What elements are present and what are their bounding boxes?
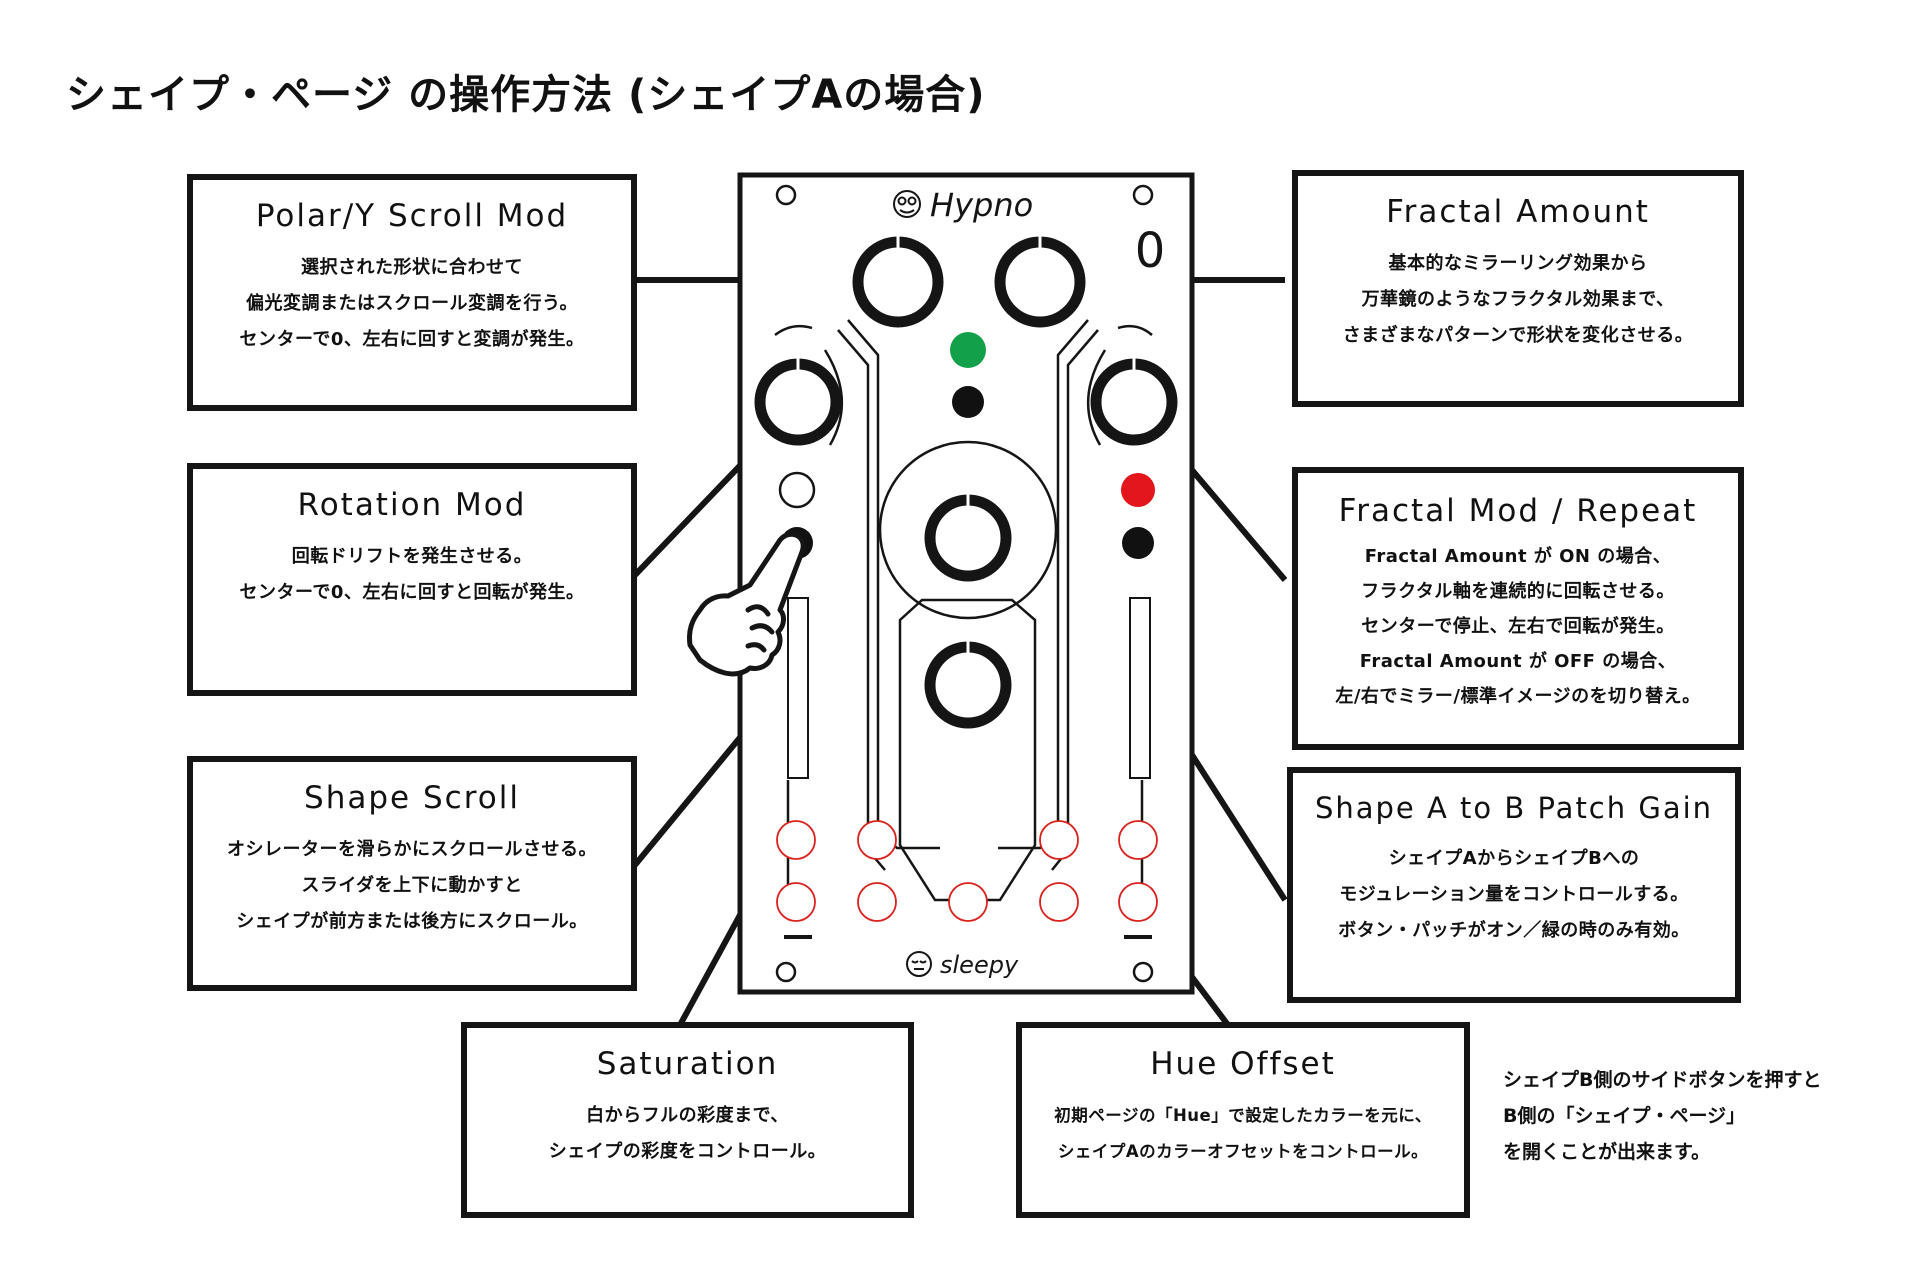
saturation-ring [878, 440, 1058, 620]
jack [857, 820, 897, 860]
hue-frame [898, 598, 1037, 902]
page-title: シェイプ・ページ の操作方法 (シェイプAの場合) [66, 72, 986, 118]
callout-title: Hue Offset [1150, 1046, 1336, 1082]
knob-rotation [754, 358, 842, 446]
callout-fractal-mod-repeat: Fractal Mod / Repeat Fractal Amount が ON… [1292, 467, 1744, 750]
knob-hue-offset [924, 641, 1012, 729]
callout-line: Fractal Amount が OFF の場合、 [1359, 651, 1677, 672]
callout-shape-scroll: Shape Scroll オシレーターを滑らかにスクロールさせる。 スライダを上… [187, 756, 637, 991]
fractal-arc [1086, 349, 1107, 446]
jack [1039, 882, 1079, 922]
slider-right [1129, 597, 1151, 779]
callout-line: センターで0、左右に回すと変調が発生。 [239, 329, 585, 350]
callout-line: 初期ページの「Hue」で設定したカラーを元に、 [1054, 1106, 1432, 1125]
mount-hole [1132, 184, 1154, 206]
callout-line: オシレーターを滑らかにスクロールさせる。 [227, 839, 597, 860]
jack [776, 820, 816, 860]
side-button-note: シェイプB側のサイドボタンを押すと B側の「シェイプ・ページ」 を開くことが出来… [1503, 1062, 1821, 1170]
callout-line: センターで0、左右に回すと回転が発生。 [239, 582, 585, 603]
jacks [776, 820, 1158, 922]
brand-text: Hypno [930, 186, 1033, 224]
patch-button [952, 386, 984, 418]
callout-line: ボタン・パッチがオン／緑の時のみ有効。 [1338, 920, 1690, 941]
note-line: を開くことが出来ます。 [1503, 1141, 1711, 1163]
side-led-right [1121, 473, 1155, 507]
callout-title: Shape A to B Patch Gain [1314, 791, 1714, 825]
jack [776, 882, 816, 922]
slider-left [787, 597, 809, 779]
callout-hue-offset: Hue Offset 初期ページの「Hue」で設定したカラーを元に、 シェイプA… [1016, 1022, 1470, 1218]
callout-title: Polar/Y Scroll Mod [255, 198, 569, 234]
callout-line: シェイプAからシェイプBへの [1388, 848, 1640, 869]
knob-polar-scroll [852, 236, 944, 328]
callout-line: 白からフルの彩度まで、 [586, 1105, 789, 1126]
callout-line: 左/右でミラー/標準イメージのを切り替え。 [1335, 686, 1701, 707]
callout-line: 回転ドリフトを発生させる。 [291, 546, 533, 567]
mount-hole [1132, 961, 1154, 983]
callout-line: フラクタル軸を連続的に回転させる。 [1361, 581, 1675, 602]
callout-line: モジュレーション量をコントロールする。 [1339, 884, 1689, 905]
jack [1118, 820, 1158, 860]
leader-rotation [632, 447, 758, 578]
mount-hole [775, 184, 797, 206]
hypno-logo-icon [893, 190, 921, 218]
fractal-arc-arrow [1117, 324, 1153, 336]
note-line: シェイプB側のサイドボタンを押すと [1503, 1069, 1822, 1091]
patch-led-green [950, 332, 986, 368]
callout-line: さまざまなパターンで形状を変化させる。 [1342, 325, 1694, 346]
callout-polar-y-scroll-mod: Polar/Y Scroll Mod 選択された形状に合わせて 偏光変調またはス… [187, 174, 637, 411]
callout-title: Shape Scroll [304, 780, 520, 816]
callout-fractal-amount: Fractal Amount 基本的なミラーリング効果から 万華鏡のようなフラク… [1292, 170, 1744, 407]
maker-text: sleepy [940, 951, 1019, 979]
page-indicator: 0 [1135, 223, 1166, 279]
rotation-arc [823, 349, 844, 446]
panel-outline [737, 172, 1195, 995]
callout-rotation-mod: Rotation Mod 回転ドリフトを発生させる。 センターで0、左右に回すと… [187, 463, 637, 696]
callout-line: Fractal Amount が ON の場合、 [1364, 546, 1672, 567]
callout-line: 万華鏡のようなフラクタル効果まで、 [1361, 289, 1675, 310]
sleepy-logo-icon [906, 951, 932, 977]
mount-hole [775, 961, 797, 983]
note-line: B側の「シェイプ・ページ」 [1503, 1105, 1746, 1127]
callout-saturation: Saturation 白からフルの彩度まで、 シェイプの彩度をコントロール。 [461, 1022, 914, 1218]
callout-line: シェイプの彩度をコントロール。 [548, 1141, 827, 1162]
side-button-right [1122, 527, 1154, 559]
callout-title: Fractal Mod / Repeat [1338, 493, 1698, 529]
mounting-holes [775, 184, 1154, 983]
pointing-hand-icon [687, 531, 806, 677]
knob-fractal-amount [994, 236, 1086, 328]
jack [857, 882, 897, 922]
callout-line: 選択された形状に合わせて [301, 257, 523, 278]
jack [1039, 820, 1079, 860]
side-led-left [778, 471, 816, 509]
knob-fractal-mod [1090, 358, 1178, 446]
callout-title: Rotation Mod [297, 487, 527, 523]
callout-title: Saturation [596, 1046, 779, 1082]
jack [1118, 882, 1158, 922]
callout-line: 基本的なミラーリング効果から [1388, 253, 1648, 274]
knobs [754, 236, 1178, 729]
callout-line: シェイプが前方または後方にスクロール。 [236, 911, 588, 932]
callout-line: シェイプAのカラーオフセットをコントロール。 [1057, 1142, 1429, 1161]
callout-line: スライダを上下に動かすと [301, 875, 523, 896]
callout-title: Fractal Amount [1386, 194, 1650, 230]
trace [837, 329, 886, 871]
knob-saturation [924, 494, 1012, 582]
callout-line: センターで停止、左右で回転が発生。 [1361, 616, 1675, 637]
trace [1051, 329, 1099, 871]
callout-line: 偏光変調またはスクロール変調を行う。 [246, 293, 578, 314]
rotation-arc-arrow [774, 324, 813, 337]
module-panel: Hypno 0 [687, 172, 1195, 995]
callout-patch-gain: Shape A to B Patch Gain シェイプAからシェイプBへの モ… [1287, 767, 1741, 1003]
jack [948, 882, 988, 922]
